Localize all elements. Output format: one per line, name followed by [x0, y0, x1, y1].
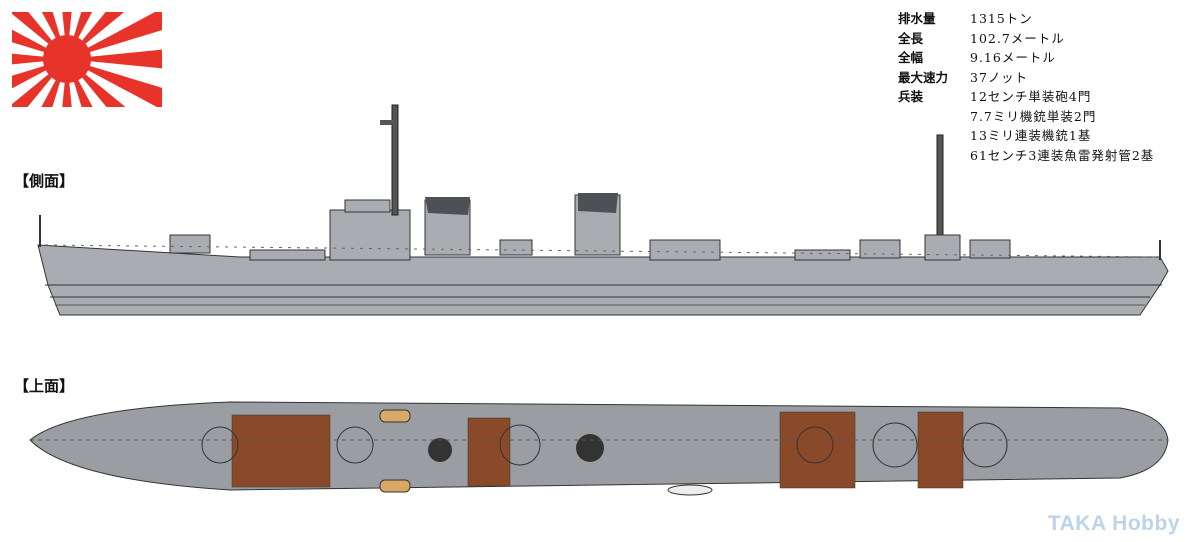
spec-value: 7.7ミリ機銃単装2門	[970, 108, 1097, 124]
spec-value: 102.7メートル	[970, 30, 1065, 46]
spec-value: 9.16メートル	[970, 50, 1056, 65]
flag-ray	[67, 59, 126, 107]
spec-row: 全長 102.7メートル	[898, 29, 1154, 49]
spec-value: 1315トン	[970, 11, 1033, 26]
spec-value: 37ノット	[970, 69, 1029, 85]
spec-key: 最大速力	[898, 69, 949, 85]
spec-row: 全幅 9.16メートル	[898, 48, 1154, 68]
watermark: TAKA Hobby	[1047, 512, 1180, 535]
spec-value: 12センチ単装砲4門	[970, 89, 1092, 104]
flag-ray	[12, 53, 67, 65]
specifications-table: 排水量 1315トン全長 102.7メートル全幅 9.16メートル最大速力 37ノット兵…	[898, 9, 1154, 165]
top-view-drawing	[29, 401, 1169, 496]
spec-key: 兵装	[898, 89, 924, 104]
flag-ray	[67, 59, 162, 107]
spec-row: 兵装 12センチ単装砲4門	[898, 87, 1154, 107]
flag-ray	[67, 49, 162, 69]
spec-key: 排水量	[898, 11, 936, 26]
spec-key: 全長	[898, 30, 924, 46]
side-view-drawing	[37, 104, 1169, 316]
side-view-label: 【側面】	[14, 172, 75, 190]
spec-row: 排水量 1315トン	[898, 9, 1154, 29]
spec-value: 13ミリ連装機銃1基	[970, 128, 1092, 143]
spec-row: 13ミリ連装機銃1基	[898, 126, 1154, 146]
rising-sun-flag: /* rays drawn below */	[12, 12, 162, 107]
spec-value: 61センチ3連装魚雷発射管2基	[970, 147, 1155, 163]
spec-row: 最大速力 37ノット	[898, 68, 1154, 88]
spec-key: 全幅	[898, 50, 924, 65]
top-view-label: 【上面】	[14, 377, 75, 395]
flag-ray	[67, 12, 162, 59]
spec-row: 7.7ミリ機銃単装2門	[898, 107, 1154, 127]
spec-row: 61センチ3連装魚雷発射管2基	[898, 146, 1154, 166]
